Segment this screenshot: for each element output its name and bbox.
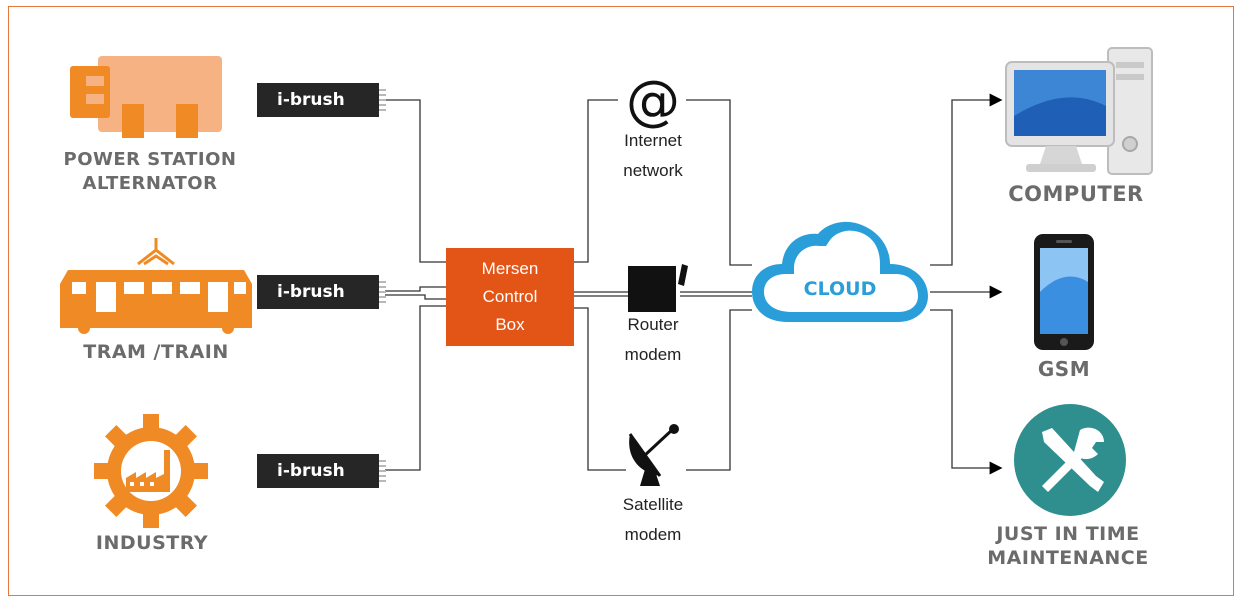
channel-label-satellite: Satellite modem (598, 490, 708, 550)
wire-brush2-box (385, 286, 446, 292)
i-brush-sensor: i-brush (257, 83, 386, 117)
i-brush-label: i-brush (277, 90, 345, 110)
dest-label-maintenance: JUST IN TIME MAINTENANCE (976, 522, 1160, 570)
channel-label-line: Internet (624, 131, 682, 150)
source-label-line: POWER STATION (63, 149, 237, 170)
channel-label-line: Router (627, 315, 679, 334)
source-label-power-station: POWER STATION ALTERNATOR (60, 148, 240, 196)
control-box-label-line: Mersen (481, 259, 539, 278)
dest-label-line: JUST IN TIME (996, 523, 1140, 545)
source-label-line: TRAM /TRAIN (83, 341, 229, 363)
connector-pins (379, 281, 386, 303)
wire-box-internet (574, 99, 618, 263)
alternator-icon (70, 56, 222, 138)
dest-label-line: MAINTENANCE (987, 547, 1149, 569)
source-label-tram: TRAM /TRAIN (58, 340, 254, 364)
i-brush-label: i-brush (277, 282, 345, 302)
connector-pins (379, 460, 386, 482)
wire-brush3-box (385, 305, 446, 471)
i-brush-label: i-brush (277, 461, 345, 481)
channel-label-line: network (623, 161, 683, 180)
channel-label-line: modem (624, 345, 682, 364)
wire-box-satellite (574, 307, 626, 471)
dest-label-gsm: GSM (1010, 357, 1118, 381)
factory-gear-icon (94, 414, 208, 528)
channel-label-router: Router modem (598, 310, 708, 370)
smartphone-icon (1034, 234, 1094, 350)
i-brush-sensor: i-brush (257, 275, 386, 309)
channel-label-internet: Internet network (598, 126, 708, 186)
at-sign-icon: @ (626, 69, 680, 132)
connector-pins (379, 89, 386, 111)
satellite-dish-icon (628, 424, 679, 486)
tram-icon (60, 238, 252, 334)
dest-label-computer: COMPUTER (996, 182, 1156, 206)
wire-internet-cloud (686, 99, 752, 266)
dest-label-line: GSM (1037, 357, 1091, 381)
router-icon (628, 264, 688, 312)
i-brush-sensor: i-brush (257, 454, 386, 488)
control-box-label-line: Control (482, 287, 538, 306)
cloud-icon (752, 221, 928, 322)
cloud-label: CLOUD (803, 278, 877, 300)
wire-cloud-maintenance (930, 309, 1003, 475)
computer-icon (1005, 47, 1153, 175)
wrench-screwdriver-icon (1014, 404, 1126, 516)
wire-brush1-box (385, 99, 446, 263)
wire-cloud-computer (930, 93, 1003, 266)
source-label-line: ALTERNATOR (82, 173, 218, 194)
dest-label-line: COMPUTER (1008, 182, 1144, 206)
wire-brush2-box-b (385, 294, 446, 300)
mersen-control-box: Mersen Control Box (446, 248, 574, 346)
control-box-label-line: Box (495, 315, 525, 334)
channel-label-line: modem (624, 525, 682, 544)
source-label-industry: INDUSTRY (58, 531, 246, 555)
wire-satellite-cloud (686, 309, 752, 471)
source-label-line: INDUSTRY (95, 532, 209, 554)
channel-label-line: Satellite (622, 495, 684, 514)
